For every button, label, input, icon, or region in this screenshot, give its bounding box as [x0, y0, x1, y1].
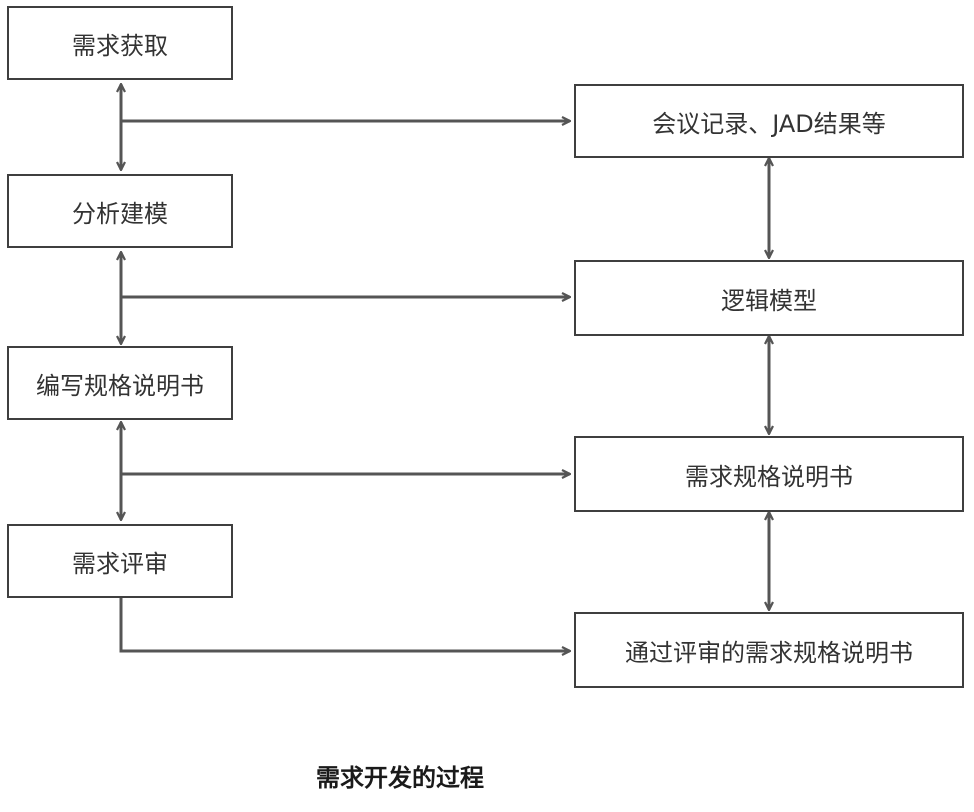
- step-write-specification: 编写规格说明书: [7, 346, 233, 420]
- output-requirements-spec: 需求规格说明书: [574, 436, 964, 512]
- step-label: 分析建模: [72, 199, 168, 228]
- output-label: 通过评审的需求规格说明书: [625, 638, 913, 667]
- output-logical-model: 逻辑模型: [574, 260, 964, 336]
- step-analysis-modeling: 分析建模: [7, 174, 233, 248]
- step-label: 需求评审: [72, 549, 168, 578]
- output-label: 逻辑模型: [721, 286, 817, 315]
- output-label: 会议记录、JAD结果等: [652, 109, 886, 138]
- step-requirements-review: 需求评审: [7, 524, 233, 598]
- step-requirements-acquisition: 需求获取: [7, 6, 233, 80]
- diagram-caption: 需求开发的过程: [316, 764, 484, 792]
- step-label: 编写规格说明书: [36, 371, 204, 400]
- arrow-review-to-approved: [119, 598, 570, 651]
- output-label: 需求规格说明书: [685, 462, 853, 491]
- output-approved-spec: 通过评审的需求规格说明书: [574, 612, 964, 688]
- step-label: 需求获取: [72, 31, 168, 60]
- output-meeting-minutes: 会议记录、JAD结果等: [574, 84, 964, 158]
